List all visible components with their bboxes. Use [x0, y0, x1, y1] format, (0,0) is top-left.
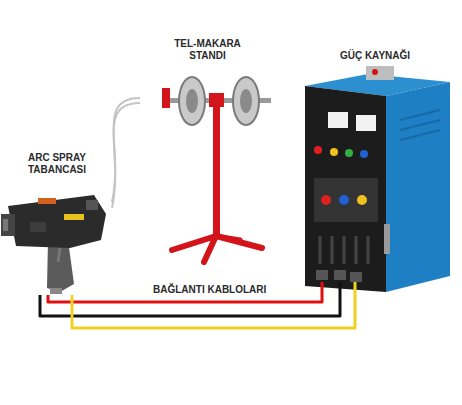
spray-gun-box: ARC SPRAY TABANCASI: [2, 152, 112, 295]
wire-feed: [112, 98, 140, 208]
cable-label: BAĞLANTI KABLOLARI: [150, 283, 269, 296]
reel-stand-box: TEL-MAKARA STANDI: [140, 38, 275, 253]
cable-bundle: [40, 282, 355, 328]
power-source: [305, 66, 450, 292]
cable: [48, 282, 322, 302]
cable: [40, 282, 340, 316]
device-label: ARC SPRAY TABANCASI: [21, 152, 93, 176]
wire-reel-stand: [162, 77, 271, 262]
device-label: TEL-MAKARA STANDI: [168, 38, 248, 62]
spray-gun: [1, 195, 106, 294]
power-source-box: GÜÇ KAYNAĞI: [295, 50, 455, 282]
device-label: GÜÇ KAYNAĞI: [300, 50, 450, 62]
cable: [72, 282, 355, 328]
feed-wire: [112, 103, 140, 208]
